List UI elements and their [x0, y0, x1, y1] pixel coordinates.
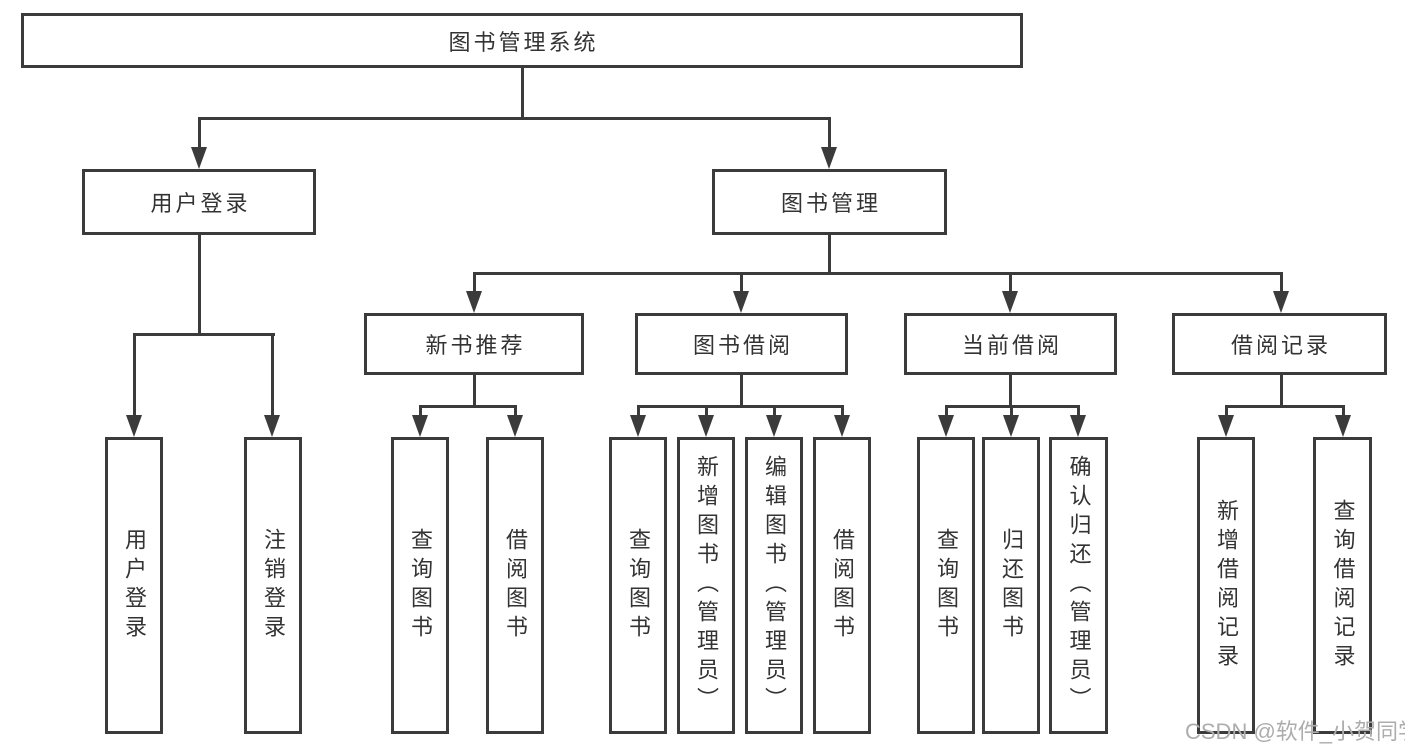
arrow-down-icon — [630, 415, 646, 437]
arrow-down-icon — [466, 291, 482, 313]
connector-line — [1342, 405, 1345, 418]
node-current-borrow: 当前借阅 — [904, 313, 1117, 375]
arrow-down-icon — [126, 415, 142, 437]
node-new-book-recommend-label: 新书推荐 — [425, 333, 526, 358]
arrow-down-icon — [938, 415, 954, 437]
node-book-borrow: 图书借阅 — [635, 313, 848, 375]
connector-line — [637, 405, 640, 418]
connector-line — [773, 405, 776, 418]
leaf-current-confirm-return-label: 确认归还（管理员） — [1066, 455, 1092, 716]
connector-line — [1009, 272, 1012, 293]
arrow-down-icon — [1070, 415, 1086, 437]
node-user-login-label: 用户登录 — [150, 191, 251, 216]
node-new-book-recommend: 新书推荐 — [364, 313, 584, 375]
connector-line — [828, 235, 831, 275]
arrow-down-icon — [507, 415, 523, 437]
connector-line — [198, 235, 201, 336]
leaf-logout-label: 注销登录 — [261, 527, 286, 644]
arrow-down-icon — [1218, 415, 1234, 437]
node-root: 图书管理系统 — [21, 13, 1023, 68]
arrow-down-icon — [1335, 415, 1351, 437]
connector-line — [1280, 375, 1283, 408]
arrow-down-icon — [412, 415, 428, 437]
connector-line — [419, 405, 517, 408]
connector-line — [419, 405, 422, 418]
connector-line — [740, 375, 743, 408]
leaf-current-query-books: 查询图书 — [917, 437, 975, 734]
connector-line — [514, 405, 517, 418]
leaf-records-add-record: 新增借阅记录 — [1197, 437, 1255, 734]
leaf-recommend-query-books-label: 查询图书 — [408, 527, 433, 644]
connector-line — [1009, 375, 1012, 408]
arrow-down-icon — [191, 147, 207, 169]
leaf-borrow-add-books-label: 新增图书（管理员） — [694, 455, 719, 716]
leaf-recommend-borrow-books: 借阅图书 — [486, 437, 544, 734]
leaf-current-return-books: 归还图书 — [982, 437, 1040, 734]
node-current-borrow-label: 当前借阅 — [961, 333, 1062, 358]
leaf-recommend-borrow-books-label: 借阅图书 — [503, 527, 528, 644]
connector-line — [198, 117, 201, 150]
leaf-borrow-borrow-books: 借阅图书 — [813, 437, 871, 734]
leaf-recommend-query-books: 查询图书 — [391, 437, 449, 734]
arrow-down-icon — [766, 415, 782, 437]
leaf-records-query-record: 查询借阅记录 — [1313, 437, 1372, 734]
leaf-current-query-books-label: 查询图书 — [934, 527, 959, 644]
arrow-down-icon — [733, 291, 749, 313]
leaf-logout: 注销登录 — [244, 437, 302, 734]
leaf-borrow-edit-books-label: 编辑图书（管理员） — [762, 455, 787, 716]
connector-line — [133, 333, 136, 417]
arrow-down-icon — [834, 415, 850, 437]
leaf-records-add-record-label: 新增借阅记录 — [1214, 498, 1239, 673]
node-book-management-label: 图书管理 — [780, 191, 881, 216]
leaf-borrow-add-books: 新增图书（管理员） — [677, 437, 735, 734]
connector-line — [473, 375, 476, 408]
connector-line — [133, 333, 275, 336]
connector-line — [271, 333, 274, 417]
leaf-borrow-edit-books: 编辑图书（管理员） — [745, 437, 803, 734]
node-user-login: 用户登录 — [82, 169, 316, 235]
connector-line — [841, 405, 844, 418]
leaf-records-query-record-label: 查询借阅记录 — [1330, 498, 1356, 673]
arrow-down-icon — [698, 415, 714, 437]
connector-line — [473, 272, 1283, 275]
connector-line — [740, 272, 743, 293]
arrow-down-icon — [821, 147, 837, 169]
connector-line — [473, 272, 476, 293]
leaf-user-login: 用户登录 — [105, 437, 163, 734]
leaf-user-login-label: 用户登录 — [122, 527, 147, 644]
leaf-current-confirm-return: 确认归还（管理员） — [1049, 437, 1108, 734]
connector-line — [1225, 405, 1228, 418]
connector-line — [1010, 405, 1013, 418]
arrow-down-icon — [264, 415, 280, 437]
connector-line — [705, 405, 708, 418]
node-book-management: 图书管理 — [712, 169, 947, 235]
arrow-down-icon — [1002, 291, 1018, 313]
node-borrow-records: 借阅记录 — [1172, 313, 1387, 375]
connector-line — [828, 117, 831, 150]
csdn-watermark: CSDN @软件_小贺同学 — [1185, 719, 1405, 744]
leaf-borrow-borrow-books-label: 借阅图书 — [830, 527, 855, 644]
connector-line — [1225, 405, 1345, 408]
connector-line — [637, 405, 844, 408]
node-book-borrow-label: 图书借阅 — [692, 333, 793, 358]
connector-line — [521, 68, 524, 119]
connector-line — [1077, 405, 1080, 418]
leaf-borrow-query-books-label: 查询图书 — [626, 527, 651, 644]
node-root-label: 图书管理系统 — [448, 29, 599, 55]
arrow-down-icon — [1003, 415, 1019, 437]
leaf-current-return-books-label: 归还图书 — [999, 527, 1024, 644]
arrow-down-icon — [1273, 291, 1289, 313]
connector-line — [198, 117, 831, 120]
connector-line — [1280, 272, 1283, 293]
node-borrow-records-label: 借阅记录 — [1230, 333, 1331, 358]
connector-line — [945, 405, 948, 418]
leaf-borrow-query-books: 查询图书 — [609, 437, 667, 734]
